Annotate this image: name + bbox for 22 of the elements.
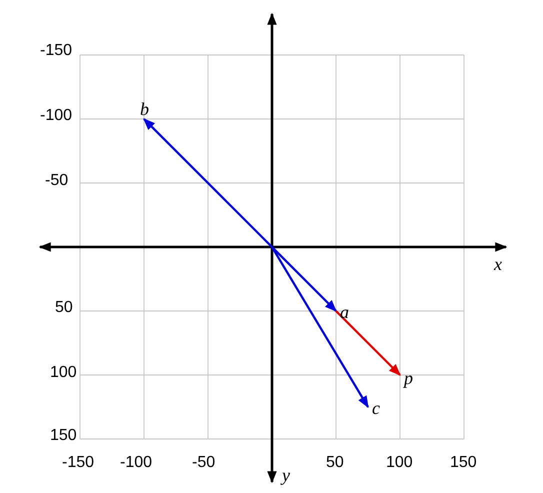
point-label: p	[404, 369, 413, 387]
tick-label: -150	[62, 454, 94, 472]
point-label: a	[340, 303, 349, 321]
tick-label: 150	[50, 427, 77, 445]
point-label: b	[140, 100, 149, 118]
vector-arrow	[271, 246, 369, 408]
tick-label: 50	[326, 454, 344, 472]
point-label: c	[372, 399, 380, 417]
tick-label: -100	[120, 454, 152, 472]
vector-arrow	[271, 246, 337, 312]
axis-name: y	[282, 466, 290, 484]
vector-arrow	[143, 118, 273, 248]
tick-label: -50	[192, 454, 216, 472]
tick-label: -50	[45, 172, 68, 190]
vector-arrow	[335, 310, 401, 376]
tick-label: 100	[386, 454, 413, 472]
axis-name: x	[494, 255, 502, 273]
tick-label: 50	[55, 299, 73, 317]
tick-label: -150	[40, 42, 72, 60]
tick-label: 150	[450, 454, 477, 472]
tick-label: 100	[50, 364, 77, 382]
tick-label: -100	[40, 107, 72, 125]
